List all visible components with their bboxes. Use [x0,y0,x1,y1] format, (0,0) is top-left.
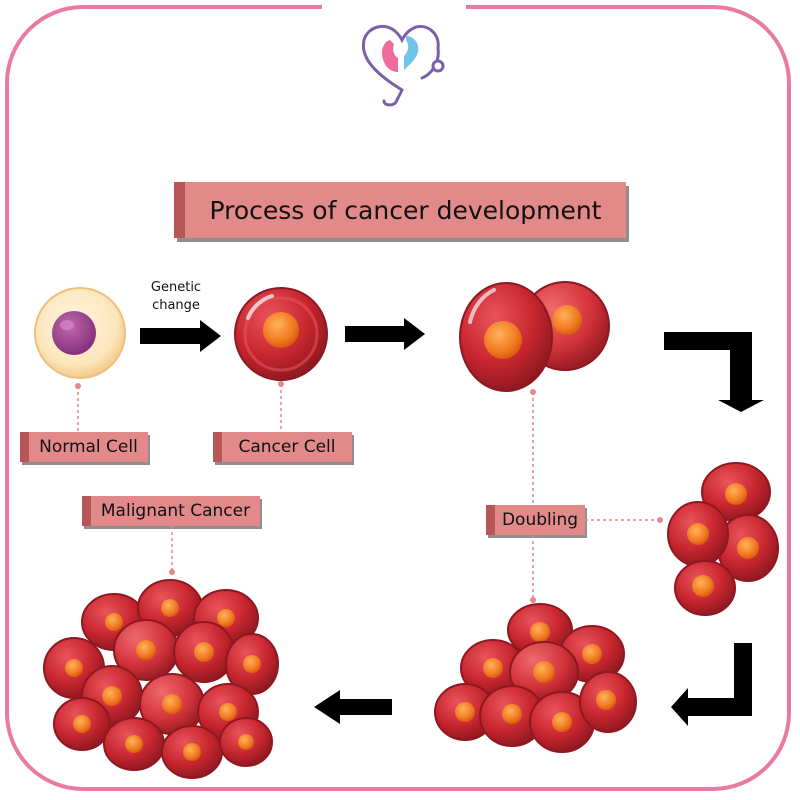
arrow-left [314,690,392,724]
arrow-corner-down [664,332,764,412]
arrow-right-1 [140,320,221,352]
connector-dot [657,517,663,523]
connector-lines [77,384,660,600]
normal-cell-label-text: Normal Cell [39,437,138,457]
heart-stethoscope-logo [361,24,445,107]
connector-dot [169,569,175,575]
arrow-right-2 [345,318,425,350]
normal-cell-label: Normal Cell [20,432,148,462]
malignant-cluster [43,579,279,779]
cancer-cell [234,287,328,381]
mid-cluster [434,603,637,753]
connector-dot [75,383,81,389]
connector-dots [75,381,663,603]
cluster-four [667,462,779,616]
arrow-corner-left [671,643,752,726]
connector-dot [530,597,536,603]
normal-cell [34,287,126,379]
malignant-cancer-label-text: Malignant Cancer [100,501,251,521]
cancer-cell-label: Cancer Cell [213,432,352,462]
frame-gap [322,0,466,16]
doubling-cells [459,281,610,392]
genetic-change-line2: change [152,298,200,313]
genetic-change-text: Genetic change [136,279,216,315]
doubling-label-text: Doubling [501,510,579,530]
malignant-cancer-label: Malignant Cancer [82,496,260,526]
title-tab [174,182,185,238]
cancer-cell-label-text: Cancer Cell [238,437,336,457]
process-arrows [140,318,764,726]
title-banner: Process of cancer development [174,182,626,238]
title-text: Process of cancer development [209,195,602,225]
genetic-change-line1: Genetic [150,280,202,295]
connector-dot [278,381,284,387]
connector-dot [530,389,536,395]
doubling-label: Doubling [486,505,585,535]
